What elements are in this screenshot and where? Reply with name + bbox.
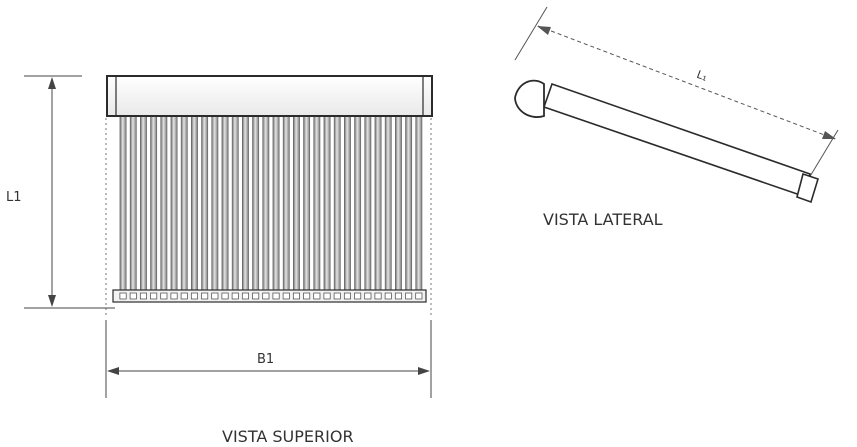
- rail-slot: [384, 292, 392, 300]
- vacuum-tube: [180, 115, 188, 295]
- vacuum-tube: [405, 115, 413, 295]
- dimension-l1-side-label: L₁: [695, 68, 710, 84]
- vacuum-tube: [364, 115, 372, 295]
- vacuum-tube: [160, 115, 168, 295]
- vacuum-tube: [303, 115, 311, 295]
- vacuum-tube: [374, 115, 382, 295]
- rail-slot: [231, 292, 239, 300]
- rail-slot: [262, 292, 270, 300]
- rail-slot: [180, 292, 188, 300]
- vacuum-tube: [119, 115, 127, 295]
- vacuum-tube: [333, 115, 341, 295]
- rail-slot: [129, 292, 137, 300]
- rail-slot: [221, 292, 229, 300]
- vacuum-tube: [252, 115, 260, 295]
- side-view: L₁ VISTA LATERAL: [514, 6, 839, 229]
- rail-slot: [303, 292, 311, 300]
- vacuum-tube: [170, 115, 178, 295]
- vacuum-tube: [344, 115, 351, 295]
- rail-slot: [333, 292, 341, 300]
- dimension-l1-label: L1: [6, 190, 22, 205]
- vacuum-tube: [231, 115, 239, 295]
- dimension-b1-label: B1: [257, 352, 274, 367]
- vacuum-tube: [191, 115, 198, 295]
- vacuum-tube: [282, 115, 290, 295]
- rail-slot: [313, 292, 321, 300]
- rail-slot: [343, 292, 351, 300]
- rail-slot: [211, 292, 219, 300]
- vacuum-tubes: [119, 115, 423, 295]
- rail-slot: [415, 292, 423, 300]
- vacuum-tube: [272, 115, 280, 295]
- rail-slot: [119, 292, 127, 300]
- vacuum-tube: [221, 115, 229, 295]
- rail-slot: [323, 292, 331, 300]
- rail-slot: [170, 292, 178, 300]
- rail-slot: [252, 292, 260, 300]
- vacuum-tube: [211, 115, 219, 295]
- top-view-caption: VISTA SUPERIOR: [222, 427, 354, 446]
- vacuum-tube: [354, 115, 362, 295]
- vacuum-tube: [293, 115, 300, 295]
- rail-slot: [374, 292, 382, 300]
- rail-slot: [354, 292, 362, 300]
- dimension-l1-side: L₁: [514, 6, 839, 184]
- vacuum-tube: [129, 115, 137, 295]
- side-tube-end-cap: [796, 172, 819, 204]
- side-tube: [542, 82, 811, 198]
- rail-slot: [241, 292, 249, 300]
- rail-slot: [201, 292, 209, 300]
- vacuum-tube: [395, 115, 402, 295]
- vacuum-tube: [262, 115, 270, 295]
- rail-slot: [139, 292, 147, 300]
- side-header-tank: [514, 79, 545, 118]
- top-view: L1 B1 VISTA SUPERIOR: [6, 75, 433, 446]
- vacuum-tube: [242, 115, 249, 295]
- rail-slot: [160, 292, 168, 300]
- rail-slot: [272, 292, 280, 300]
- vacuum-tube: [323, 115, 331, 295]
- dimension-l1: L1: [6, 75, 115, 309]
- rail-slot: [405, 292, 413, 300]
- header-tank: [106, 75, 433, 117]
- rail-slot: [150, 292, 158, 300]
- dimension-b1: B1: [105, 320, 432, 398]
- bottom-rail-slots: [119, 292, 423, 300]
- rail-slot: [292, 292, 300, 300]
- side-view-caption: VISTA LATERAL: [543, 210, 663, 229]
- vacuum-tube: [150, 115, 158, 295]
- vacuum-tube: [384, 115, 392, 295]
- vacuum-tube: [201, 115, 209, 295]
- vacuum-tube: [415, 115, 423, 295]
- rail-slot: [190, 292, 198, 300]
- rail-slot: [394, 292, 402, 300]
- rail-slot: [364, 292, 372, 300]
- rail-slot: [282, 292, 290, 300]
- vacuum-tube: [313, 115, 321, 295]
- vacuum-tube: [140, 115, 147, 295]
